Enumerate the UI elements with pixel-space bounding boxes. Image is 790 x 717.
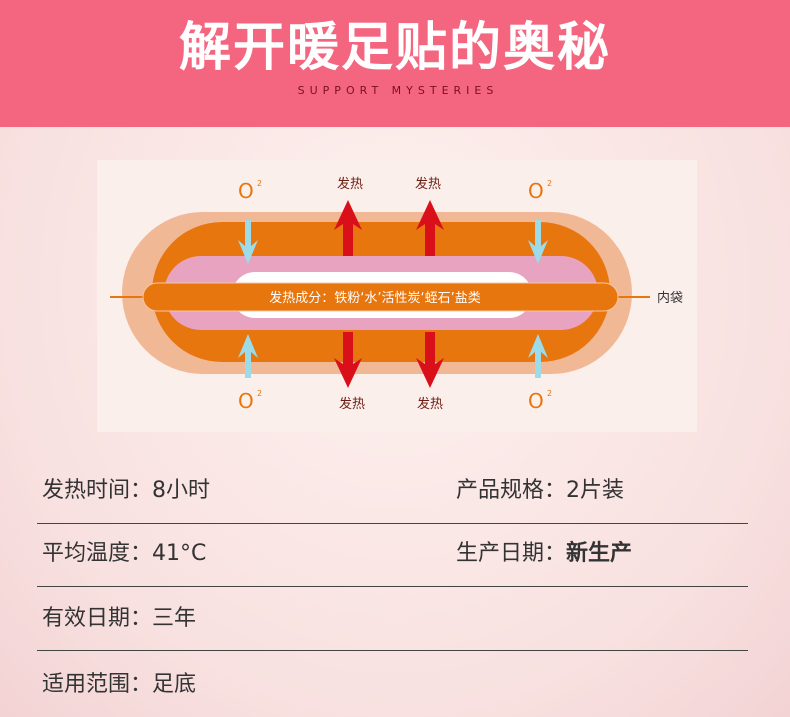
page-subtitle: SUPPORT MYSTERIES [297, 84, 499, 97]
oxygen-label: O [238, 389, 254, 413]
spec-value: 足底 [152, 672, 197, 697]
spec-label: 发热时间： [42, 478, 153, 503]
divider [37, 586, 748, 587]
ingredient-bar [142, 282, 619, 312]
oxygen-superscript: 2 [547, 179, 552, 188]
spec-package: 产品规格：2片装 [456, 477, 624, 505]
inner-bag-label: 内袋 [657, 290, 683, 306]
spec-heating-time: 发热时间：8小时 [42, 477, 210, 505]
divider [37, 650, 748, 651]
spec-production-date: 生产日期：新生产 [456, 540, 632, 568]
spec-label: 有效日期： [42, 606, 153, 631]
spec-label: 生产日期： [456, 541, 567, 566]
ingredients-label: 发热成分：铁粉‘水’活性炭‘蛭石’盐类 [269, 290, 481, 306]
heat-label: 发热 [337, 176, 363, 192]
spec-value: 三年 [152, 606, 197, 631]
spec-label: 平均温度： [42, 541, 153, 566]
oxygen-label: O [528, 179, 544, 203]
heat-label: 发热 [415, 176, 441, 192]
spec-usage-area: 适用范围：足底 [42, 671, 196, 699]
oxygen-superscript: 2 [547, 389, 552, 398]
spec-label: 产品规格： [456, 478, 567, 503]
oxygen-superscript: 2 [257, 389, 262, 398]
spec-value: 2片装 [566, 478, 625, 503]
oxygen-label: O [238, 179, 254, 203]
divider [37, 523, 748, 524]
spec-value: 8小时 [152, 478, 211, 503]
spec-value: 41°C [152, 541, 207, 566]
spec-avg-temp: 平均温度：41°C [42, 540, 206, 568]
oxygen-superscript: 2 [257, 179, 262, 188]
spec-shelf-life: 有效日期：三年 [42, 605, 196, 633]
heat-label: 发热 [339, 396, 365, 412]
header-banner: 解开暖足贴的奥秘 SUPPORT MYSTERIES [0, 0, 790, 127]
spec-value: 新生产 [566, 541, 633, 566]
heat-label: 发热 [417, 396, 443, 412]
spec-label: 适用范围： [42, 672, 153, 697]
oxygen-label: O [528, 389, 544, 413]
page-title: 解开暖足贴的奥秘 [178, 18, 611, 78]
